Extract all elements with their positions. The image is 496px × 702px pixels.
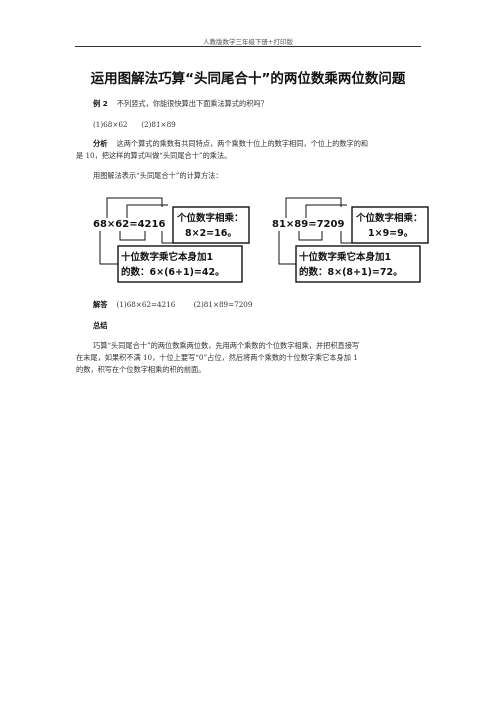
- left-ones-line1: 个位数字相乘：: [176, 212, 244, 224]
- summary-line-3: 的数，积写在个位数字相乘的积的前面。: [76, 365, 206, 374]
- left-tens-line2: 的数：6×(6+1)=42。: [121, 266, 225, 278]
- answer-2: (2)81×89=7209: [193, 300, 253, 309]
- right-ones-line1: 个位数字相乘：: [355, 212, 423, 224]
- left-ones-box: [172, 206, 250, 244]
- right-ones-box: [351, 206, 429, 244]
- problems-row: (1)68×62 (2)81×89: [93, 120, 176, 130]
- left-equation: 68×62=4216: [93, 219, 165, 230]
- example-label: 例 2: [93, 99, 108, 108]
- summary-line-1: 巧算“头同尾合十”的两位数乘两位数，先用两个乘数的个位数字相乘，并把积直接写: [93, 341, 360, 350]
- summary-label-row: 总结: [93, 321, 107, 331]
- example-text: 不列竖式，你能很快算出下面乘法算式的积吗？: [116, 99, 268, 108]
- page-header: 人教版数学三年级下册+打印版: [203, 38, 293, 46]
- answer-1: (1)68×62=4216: [116, 300, 176, 309]
- answer-label: 解答: [93, 300, 108, 309]
- example-row: 例 2 不列竖式，你能很快算出下面乘法算式的积吗？: [93, 99, 268, 109]
- problem-2: (2)81×89: [141, 120, 176, 129]
- page-title: 运用图解法巧算“头同尾合十”的两位数乘两位数问题: [90, 71, 406, 87]
- right-ones-line2: 1×9=9。: [368, 228, 413, 239]
- right-tens-line1: 十位数字乘它本身加1: [299, 251, 391, 263]
- answer-row: 解答 (1)68×62=4216 (2)81×89=7209: [93, 300, 252, 310]
- right-tens-box: [295, 245, 421, 283]
- right-tens-line2: 的数：8×(8+1)=72。: [299, 266, 403, 278]
- analysis-row: 分析 这两个算式的乘数有共同特点，两个乘数十位上的数字相同，个位上的数字的和: [93, 139, 368, 149]
- left-diagram: 68×62=4216 个位数字相乘： 8×2=16。 十位数字乘它本身加1 的数…: [93, 197, 250, 283]
- left-tens-line1: 十位数字乘它本身加1: [121, 251, 213, 263]
- right-connectors: [278, 197, 352, 265]
- summary-line-2: 在末尾，如果积不满 10，十位上要写“0”占位，然后将两个乘数的十位数字乘它本身…: [76, 353, 358, 362]
- problem-1: (1)68×62: [93, 120, 128, 129]
- analysis-label: 分析: [93, 139, 108, 148]
- method-intro: 用图解法表示“头同尾合十”的计算方法：: [93, 171, 223, 180]
- summary-label: 总结: [93, 321, 108, 330]
- right-diagram: 81×89=7209 个位数字相乘： 1×9=9。 十位数字乘它本身加1 的数：…: [272, 197, 429, 283]
- header-divider: [75, 46, 421, 47]
- right-equation: 81×89=7209: [272, 219, 344, 230]
- left-ones-line2: 8×2=16。: [185, 228, 237, 239]
- analysis-line-2: 是 10，把这样的算式叫做“头同尾合十”的乘法。: [76, 151, 232, 160]
- left-connectors: [99, 197, 173, 265]
- analysis-line-1: 这两个算式的乘数有共同特点，两个乘数十位上的数字相同，个位上的数字的和: [116, 139, 369, 148]
